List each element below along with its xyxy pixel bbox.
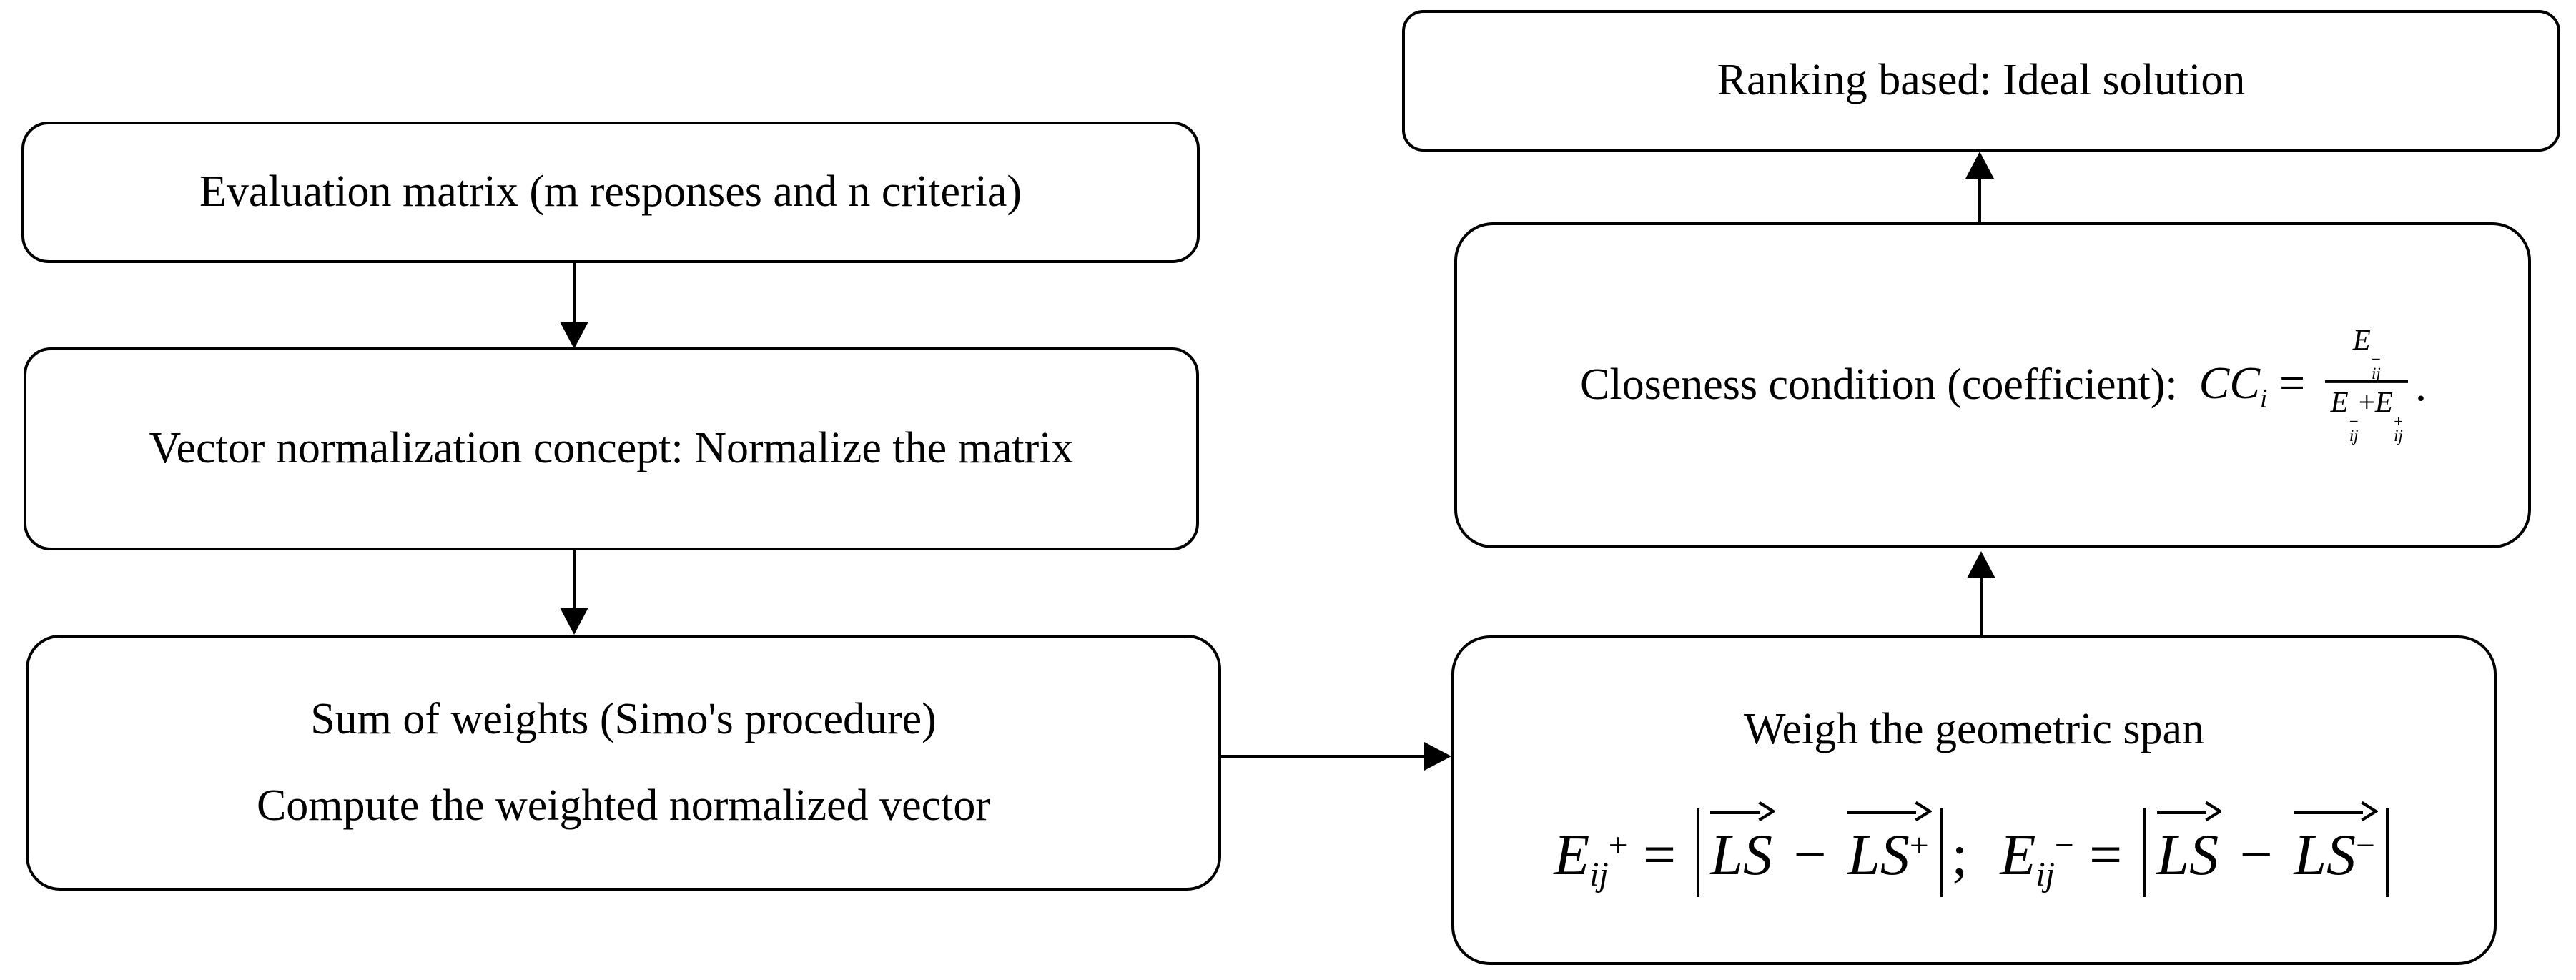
vector-LS-minus: LS− xyxy=(2291,801,2378,889)
sum-of-weights-line1: Sum of weights (Simo's procedure) xyxy=(310,694,937,743)
arrow-evaluation-to-normalization xyxy=(573,263,576,323)
abs-bar xyxy=(2386,808,2389,898)
math-sup-minus: − xyxy=(2054,826,2074,864)
math-CC: CC xyxy=(2199,357,2261,408)
geometric-span-title: Weigh the geometric span xyxy=(1743,704,2205,753)
geometric-span-formula: Eij+=LS−LS+;Eij−=LS−LS− xyxy=(1554,801,2394,898)
math-sub-ij: ij xyxy=(1589,856,1609,894)
arrow-weights-to-geometric-span xyxy=(1220,755,1426,758)
arrow-normalization-to-weights xyxy=(573,550,576,609)
vector-arrowhead-icon xyxy=(2360,799,2378,823)
arrowhead-right-icon xyxy=(1424,742,1451,771)
math-semicolon: ; xyxy=(1951,821,1968,887)
abs-bar xyxy=(1696,808,1699,898)
vector-overbar xyxy=(2294,811,2363,814)
arrowhead-down-icon xyxy=(560,322,588,349)
box-ranking: Ranking based: Ideal solution xyxy=(1402,10,2560,152)
math-period: . xyxy=(2414,360,2427,410)
box-sum-of-weights: Sum of weights (Simo's procedure) Comput… xyxy=(26,635,1221,891)
math-equals: = xyxy=(2279,357,2306,408)
vector-arrowhead-icon xyxy=(1757,799,1776,823)
math-minus-op: − xyxy=(1793,821,1827,887)
math-sup-plus: + xyxy=(1608,826,1628,864)
evaluation-matrix-label: Evaluation matrix (m responses and n cri… xyxy=(199,167,1022,217)
math-sub-ij: ij xyxy=(2035,856,2055,894)
arrow-closeness-to-ranking xyxy=(1978,179,1981,223)
arrow-geometric-to-closeness xyxy=(1980,577,1983,637)
math-equals: = xyxy=(1642,821,1677,887)
vector-LS: LS xyxy=(2153,799,2222,889)
arrowhead-down-icon xyxy=(560,608,588,635)
vector-overbar xyxy=(1710,811,1760,814)
abs-bar xyxy=(1940,808,1943,898)
sum-of-weights-line2: Compute the weighted normalized vector xyxy=(256,781,991,830)
box-geometric-span: Weigh the geometric span Eij+=LS−LS+;Eij… xyxy=(1451,635,2497,965)
vector-arrowhead-icon xyxy=(2204,799,2222,823)
fraction-denominator: E−ij+E+ij xyxy=(2325,380,2409,444)
closeness-label: Closeness condition (coefficient): xyxy=(1580,360,2178,410)
arrowhead-up-icon xyxy=(1967,551,1995,578)
math-equals: = xyxy=(2089,821,2123,887)
vector-LS: LS xyxy=(1707,799,1776,889)
math-sub-i: i xyxy=(2260,384,2268,414)
ranking-label: Ranking based: Ideal solution xyxy=(1717,56,2246,105)
vector-LS-plus: LS+ xyxy=(1845,801,1932,889)
fraction-numerator: E−ij xyxy=(2352,322,2381,382)
vector-overbar xyxy=(1847,811,1917,814)
box-evaluation-matrix: Evaluation matrix (m responses and n cri… xyxy=(21,122,1200,263)
box-vector-normalization: Vector normalization concept: Normalize … xyxy=(24,347,1199,550)
vector-arrowhead-icon xyxy=(1914,799,1932,823)
math-E: E xyxy=(1554,821,1590,887)
vector-overbar xyxy=(2156,811,2206,814)
vector-normalization-label: Vector normalization concept: Normalize … xyxy=(149,424,1074,473)
abs-bar xyxy=(2142,808,2146,898)
arrowhead-up-icon xyxy=(1965,152,1994,179)
math-minus-op: − xyxy=(2239,821,2273,887)
box-closeness-condition: Closeness condition (coefficient): CCi = E… xyxy=(1454,222,2531,548)
math-E: E xyxy=(2000,821,2036,887)
